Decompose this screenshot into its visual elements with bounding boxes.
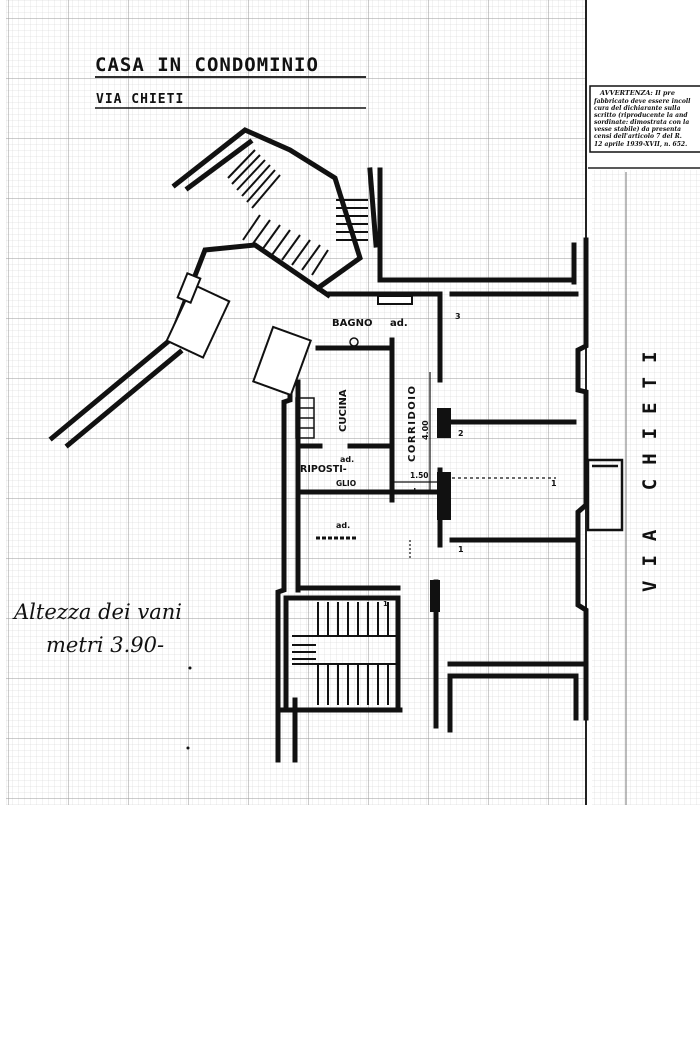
- pillars: [377, 295, 451, 612]
- room-label-ripostiglio-b: GLIO: [336, 479, 356, 488]
- warning-line-1: fabbricato deve essere incoll: [593, 98, 691, 105]
- warning-line-7: 12 aprile 1939-XVII, n. 652.: [594, 141, 687, 148]
- height-note-line-1: Altezza dei vani: [12, 600, 182, 624]
- ripostiglio-tag: ad.: [340, 455, 354, 464]
- corridor-dimension-label: 1.50: [410, 471, 429, 480]
- floor-plan-drawing: AVVERTENZA: Il pre fabbricato deve esser…: [6, 0, 700, 805]
- balcony: [586, 458, 624, 532]
- room-number-3: 3: [455, 312, 461, 321]
- room-tag: ad.: [336, 521, 350, 530]
- warning-heading: AVVERTENZA: Il pre: [599, 89, 675, 97]
- warning-line-5: vesse stabile) da presenta: [594, 126, 681, 133]
- warning-line-3: scritto (riproducente la and: [594, 112, 688, 119]
- height-note-line-2: metri 3.90-: [46, 633, 164, 657]
- plan-subtitle: VIA CHIETI: [96, 92, 184, 107]
- ink-dot: [188, 666, 192, 670]
- corridor-tag: ad.: [405, 487, 419, 496]
- room-number-2: 2: [458, 429, 464, 438]
- warning-line-6: censi dell'articolo 7 del R.: [594, 133, 682, 140]
- room-label-corridoio: CORRIDOIO: [407, 385, 418, 462]
- room-label-ripostiglio-a: RIPOSTI-: [300, 464, 347, 475]
- corridor-dimension: [392, 372, 556, 560]
- floor-plan-sheet: AVVERTENZA: Il pre fabbricato deve esser…: [6, 0, 700, 805]
- room-number-1: 1: [458, 545, 464, 554]
- stair-number: 1: [383, 600, 388, 608]
- corridor-width-label: 4.00: [421, 420, 430, 440]
- warning-box: AVVERTENZA: Il pre fabbricato deve esser…: [589, 85, 700, 153]
- kitchen-fixtures: [295, 337, 359, 439]
- ink-dot: [186, 746, 190, 750]
- upper-staircase: [227, 149, 368, 276]
- street-label: VIA CHIETI: [639, 338, 661, 592]
- plan-title: CASA IN CONDOMINIO: [95, 54, 319, 76]
- warning-line-4: sordinate: dimostrata con la: [594, 119, 689, 126]
- warning-line-2: cura del dichiarante sulla: [594, 105, 681, 112]
- lower-staircase: [292, 602, 396, 705]
- side-mark: 1: [551, 479, 557, 488]
- room-label-cucina: CUCINA: [338, 389, 349, 432]
- wing-openings: [165, 272, 312, 397]
- building-walls: [48, 127, 589, 763]
- graph-paper-right-fine: [592, 170, 700, 805]
- bagno-tag: ad.: [390, 318, 408, 329]
- room-label-bagno: BAGNO: [332, 318, 372, 329]
